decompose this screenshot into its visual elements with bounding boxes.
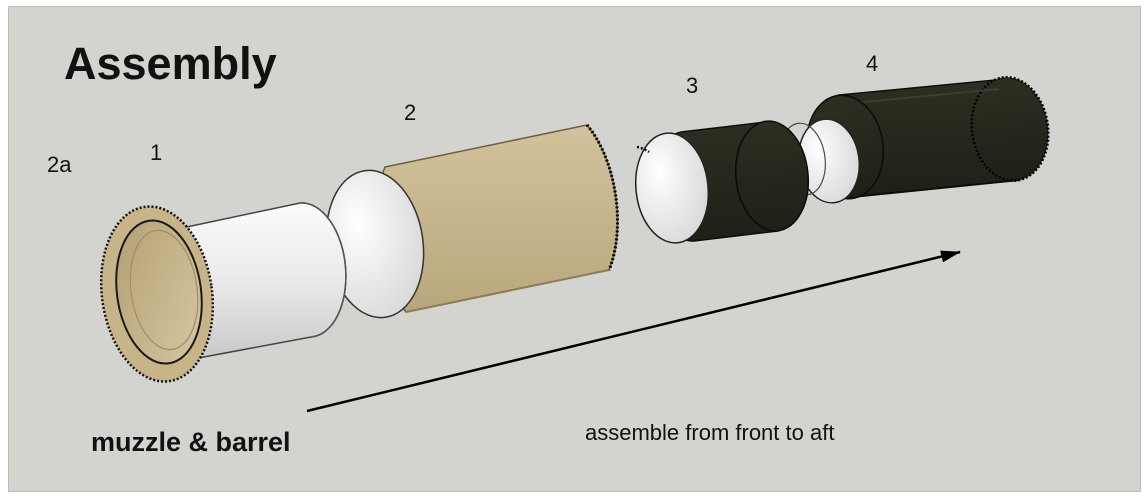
part-label-1: 1 bbox=[150, 140, 163, 165]
part-label-2a: 2a bbox=[47, 152, 72, 177]
assembly-order-caption: assemble from front to aft bbox=[585, 420, 835, 445]
part-4-tube bbox=[780, 75, 1050, 204]
part-2a-muzzle-ring bbox=[99, 205, 215, 383]
assembly-diagram: Assembly 2a 1 2 3 4 muzzle & barrel asse… bbox=[8, 6, 1141, 492]
part-label-4: 4 bbox=[866, 51, 879, 76]
muzzle-barrel-caption: muzzle & barrel bbox=[91, 427, 291, 457]
assembly-direction-arrow bbox=[306, 250, 961, 413]
part-label-2: 2 bbox=[404, 100, 417, 125]
assembly-illustration bbox=[99, 75, 1050, 413]
part-2-tube bbox=[325, 124, 620, 319]
diagram-title: Assembly bbox=[64, 38, 277, 89]
part-label-3: 3 bbox=[686, 73, 699, 98]
part-3-tube bbox=[634, 120, 810, 244]
